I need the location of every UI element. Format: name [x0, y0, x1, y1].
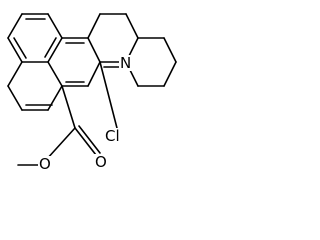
molecule-canvas: N Cl O O [7, 13, 177, 173]
middle-ring-b [7, 61, 63, 111]
nitrogen-atom-label: N [119, 54, 133, 72]
benzo-ring [7, 13, 63, 63]
ester-oxygen-atom-label: O [38, 155, 52, 173]
right-benzo-ring [125, 37, 177, 87]
ester-group [17, 85, 101, 166]
middle-ring-c [61, 37, 101, 87]
structure-drawing [7, 13, 177, 166]
chloro-group [99, 61, 119, 133]
chlorine-atom-label: Cl [104, 127, 121, 145]
carbonyl-oxygen-atom-label: O [94, 153, 108, 171]
